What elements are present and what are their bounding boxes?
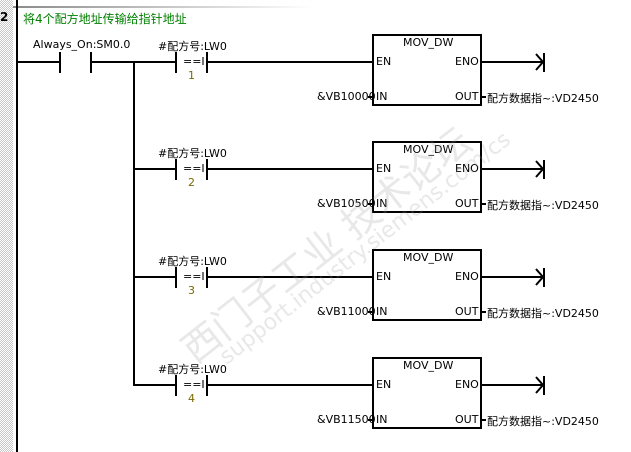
compare-operator: ==I [183, 162, 205, 175]
compare-label: #配方号:LW0 [158, 147, 227, 160]
branch-vertical [133, 62, 135, 386]
network-number: 2 [0, 10, 9, 24]
pin-in: IN [376, 197, 388, 210]
contact-always-on[interactable] [59, 52, 92, 73]
pin-out: OUT [455, 413, 479, 426]
pin-en: EN [376, 162, 392, 175]
pin-eno: ENO [455, 162, 479, 175]
pin-eno: ENO [455, 378, 479, 391]
out-operand[interactable]: 配方数据指~:VD2450 [487, 92, 599, 105]
pin-eno: ENO [455, 55, 479, 68]
rung-end-bar [543, 160, 545, 179]
block-title: MOV_DW [403, 359, 454, 372]
pin-out: OUT [455, 197, 479, 210]
block-title: MOV_DW [403, 36, 454, 49]
compare-label: #配方号:LW0 [158, 40, 227, 53]
block-title: MOV_DW [403, 143, 454, 156]
pin-en: EN [376, 55, 392, 68]
compare-value: 3 [188, 284, 195, 297]
in-operand[interactable]: &VB10500 [317, 197, 376, 210]
mov-dw-block[interactable] [372, 357, 482, 429]
compare-value: 4 [188, 392, 195, 405]
in-operand[interactable]: &VB11500 [317, 413, 376, 426]
compare-value: 1 [188, 69, 195, 82]
compare-operator: ==I [183, 270, 205, 283]
out-operand[interactable]: 配方数据指~:VD2450 [487, 415, 599, 428]
network-separator [13, 6, 313, 8]
left-margin-pattern [0, 0, 13, 452]
out-operand[interactable]: 配方数据指~:VD2450 [487, 199, 599, 212]
left-power-rail [16, 0, 18, 452]
in-operand[interactable]: &VB10000 [317, 90, 376, 103]
mov-dw-block[interactable] [372, 141, 482, 213]
rung-end-bar [543, 268, 545, 287]
compare-operator: ==I [183, 55, 205, 68]
pin-eno: ENO [455, 270, 479, 283]
pin-out: OUT [455, 90, 479, 103]
mov-dw-block[interactable] [372, 34, 482, 106]
rung-end-bar [543, 376, 545, 395]
compare-label: #配方号:LW0 [158, 363, 227, 376]
compare-value: 2 [188, 176, 195, 189]
out-operand[interactable]: 配方数据指~:VD2450 [487, 307, 599, 320]
pin-en: EN [376, 378, 392, 391]
in-operand[interactable]: &VB11000 [317, 305, 376, 318]
pin-en: EN [376, 270, 392, 283]
pin-in: IN [376, 305, 388, 318]
rung-end-bar [543, 53, 545, 72]
compare-operator: ==I [183, 378, 205, 391]
pin-in: IN [376, 90, 388, 103]
contact-label: Always_On:SM0.0 [33, 38, 131, 51]
pin-out: OUT [455, 305, 479, 318]
compare-label: #配方号:LW0 [158, 255, 227, 268]
block-title: MOV_DW [403, 251, 454, 264]
mov-dw-block[interactable] [372, 249, 482, 321]
network-comment[interactable]: 将4个配方地址传输给指针地址 [23, 12, 187, 26]
pin-in: IN [376, 413, 388, 426]
